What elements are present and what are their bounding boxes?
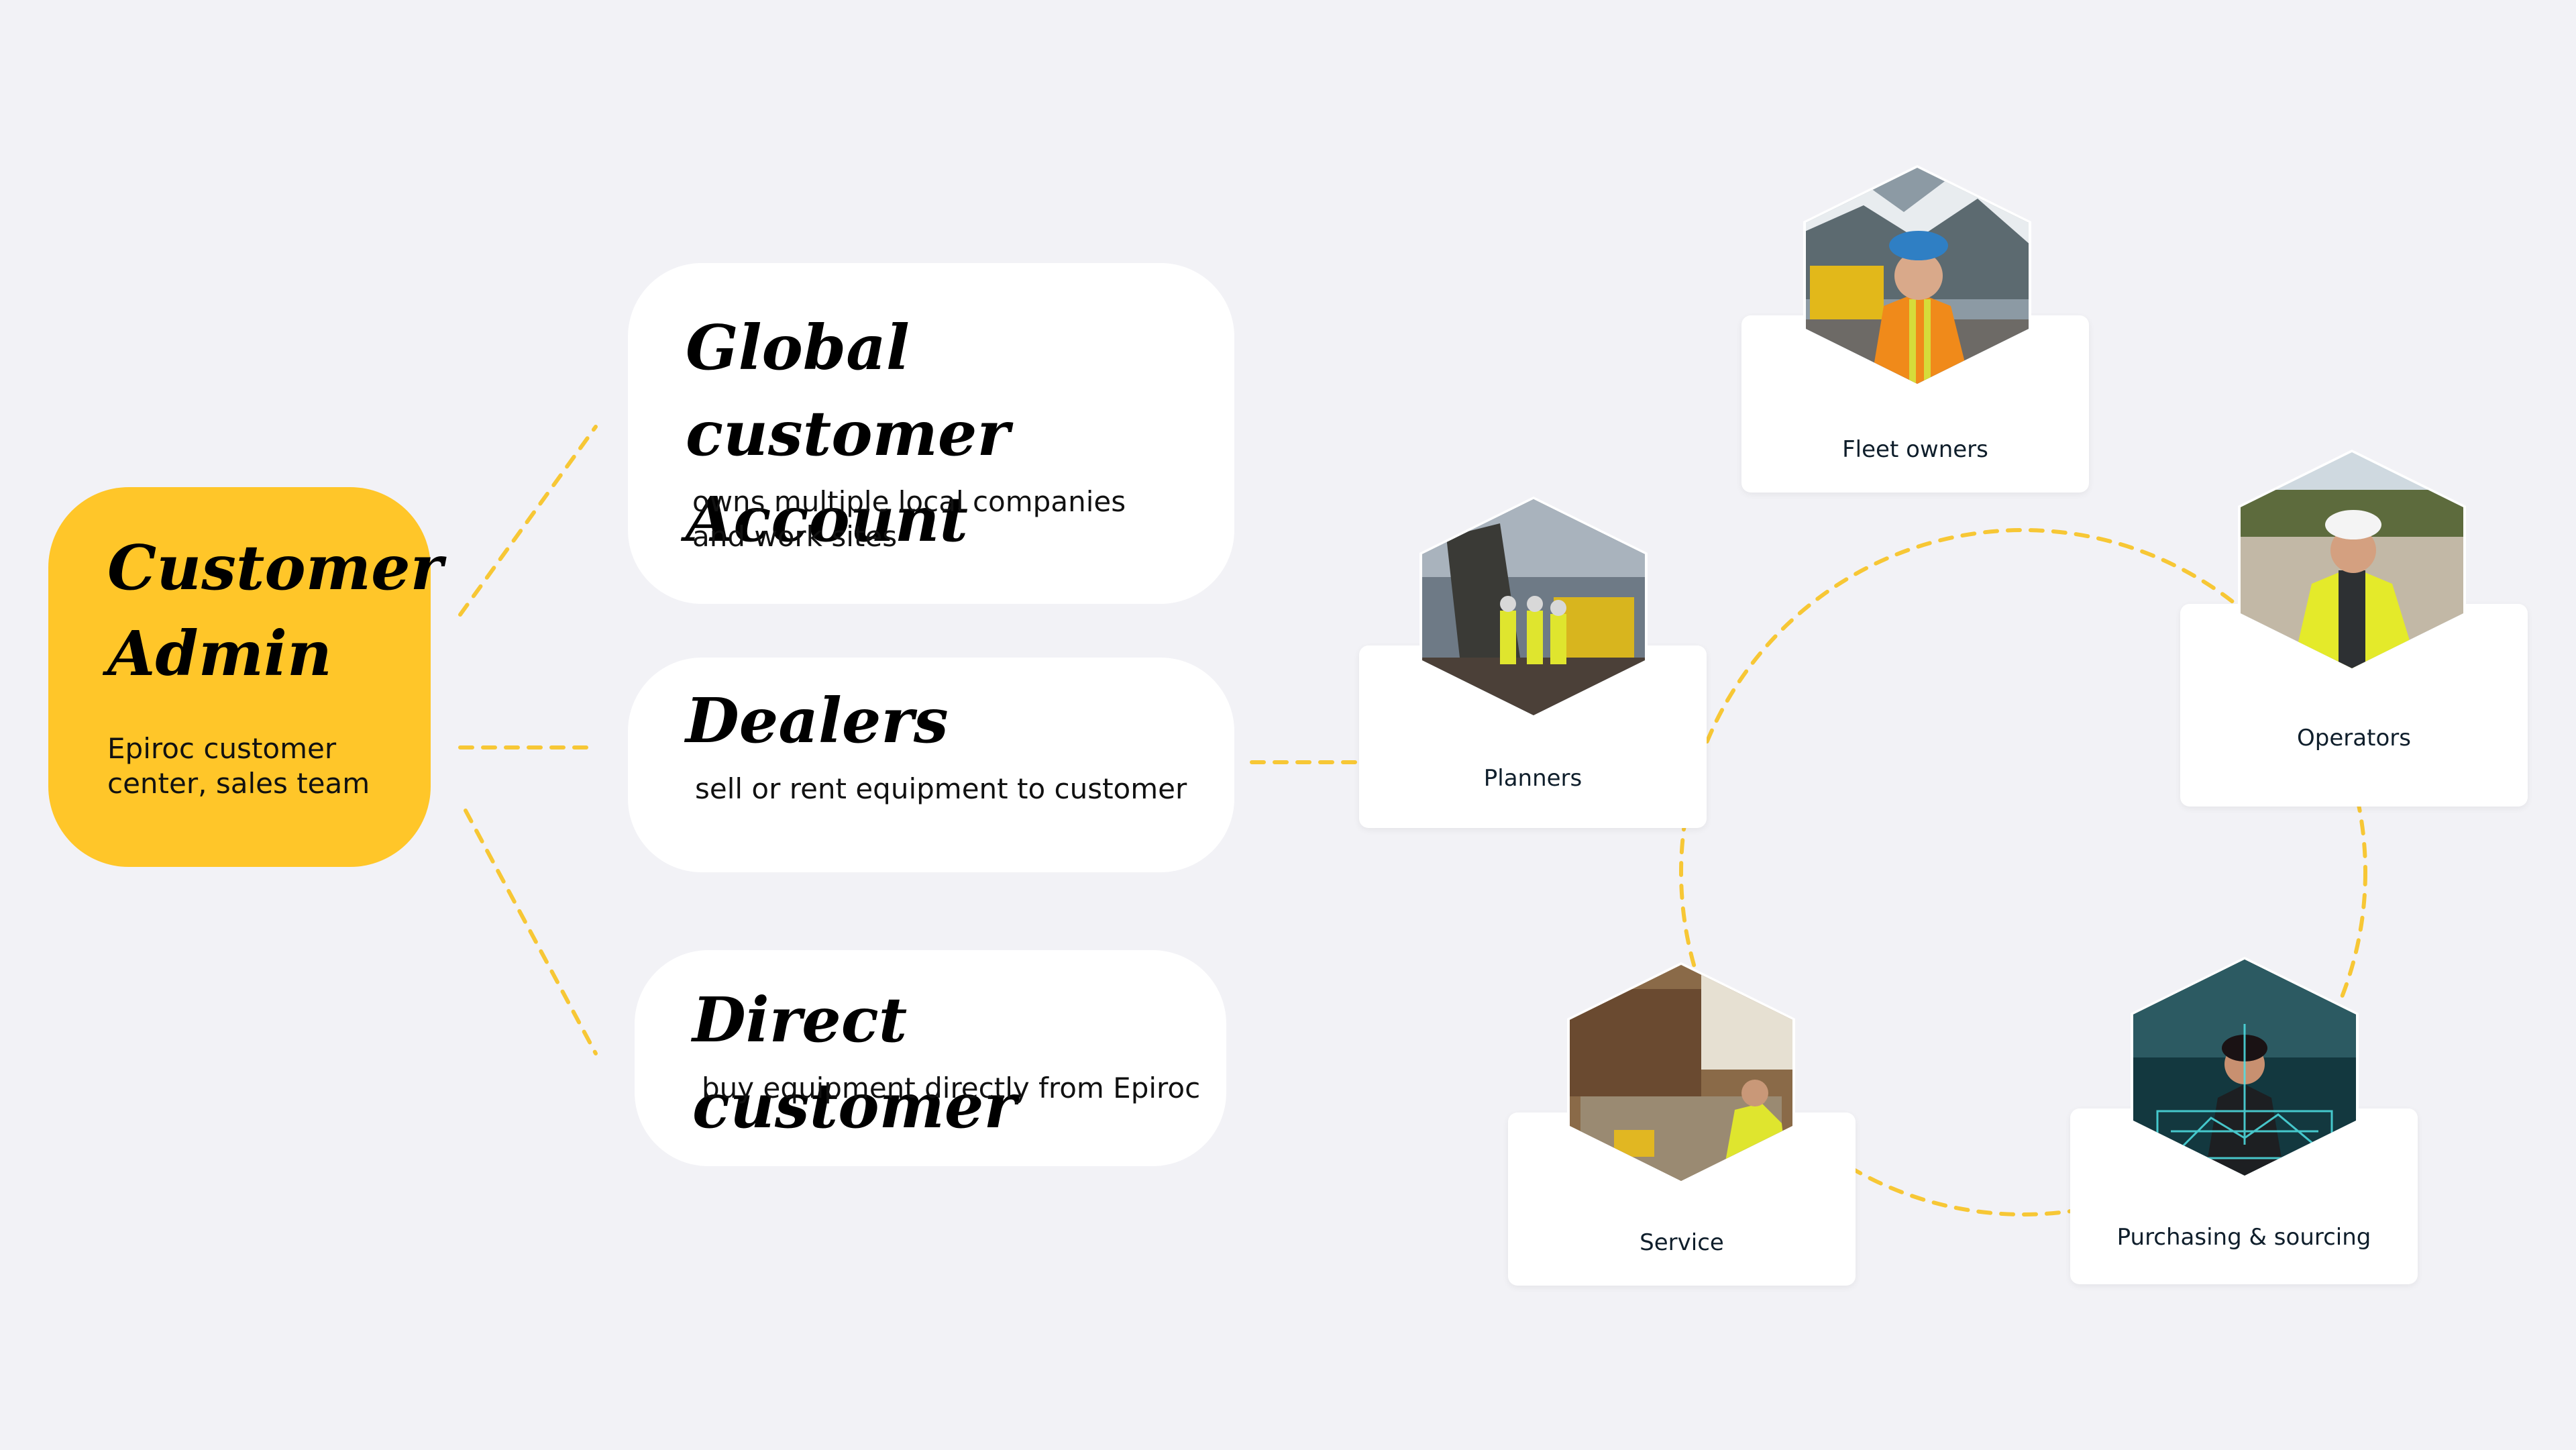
role-card-fleet-owners: Fleet owners: [1741, 315, 2089, 493]
operators-photo-icon: [2238, 450, 2466, 671]
customer-admin-desc: Epiroc customer center, sales team: [107, 731, 416, 801]
role-label-operators: Operators: [2297, 725, 2411, 752]
direct-customer-box: Direct customer buy equipment directly f…: [635, 950, 1226, 1166]
global-customer-desc-line1: owns multiple local companies: [692, 485, 1126, 518]
dealers-box: Dealers sell or rent equipment to custom…: [628, 658, 1234, 872]
dealers-desc: sell or rent equipment to customer: [695, 772, 1187, 805]
global-customer-title: Global customer Account: [686, 305, 1209, 562]
customer-admin-title-line2: Admin: [107, 617, 332, 690]
global-customer-box: Global customer Account owns multiple lo…: [628, 263, 1234, 604]
service-photo-icon: [1567, 962, 1795, 1184]
customer-admin-title: Customer Admin: [107, 525, 443, 696]
global-customer-desc-line2: and work sites: [692, 520, 898, 553]
customer-admin-title-line1: Customer: [107, 531, 443, 604]
connector-admin-global: [458, 425, 598, 617]
planners-photo-icon: [1419, 497, 1648, 718]
roles-ring: [1679, 528, 2367, 1216]
purchasing-photo-icon: [2131, 957, 2359, 1178]
global-customer-title-line1: Global customer: [686, 311, 1010, 470]
customer-admin-box: Customer Admin Epiroc customer center, s…: [48, 487, 443, 867]
direct-customer-desc: buy equipment directly from Epiroc: [702, 1072, 1201, 1104]
role-label-service: Service: [1640, 1229, 1724, 1256]
role-label-fleet-owners: Fleet owners: [1842, 436, 1988, 463]
role-label-planners: Planners: [1483, 765, 1582, 792]
global-customer-desc: owns multiple local companies and work s…: [692, 484, 1175, 554]
connector-admin-direct: [464, 809, 598, 1055]
role-label-purchasing: Purchasing & sourcing: [2116, 1224, 2371, 1251]
customer-admin-desc-line2: center, sales team: [107, 767, 370, 800]
direct-customer-title: Direct customer: [692, 984, 1016, 1142]
global-customer-title-line2: Account: [686, 483, 969, 556]
dealers-title: Dealers: [686, 684, 949, 757]
fleet-owners-photo-icon: [1803, 165, 2031, 386]
customer-admin-desc-line1: Epiroc customer: [107, 732, 337, 765]
